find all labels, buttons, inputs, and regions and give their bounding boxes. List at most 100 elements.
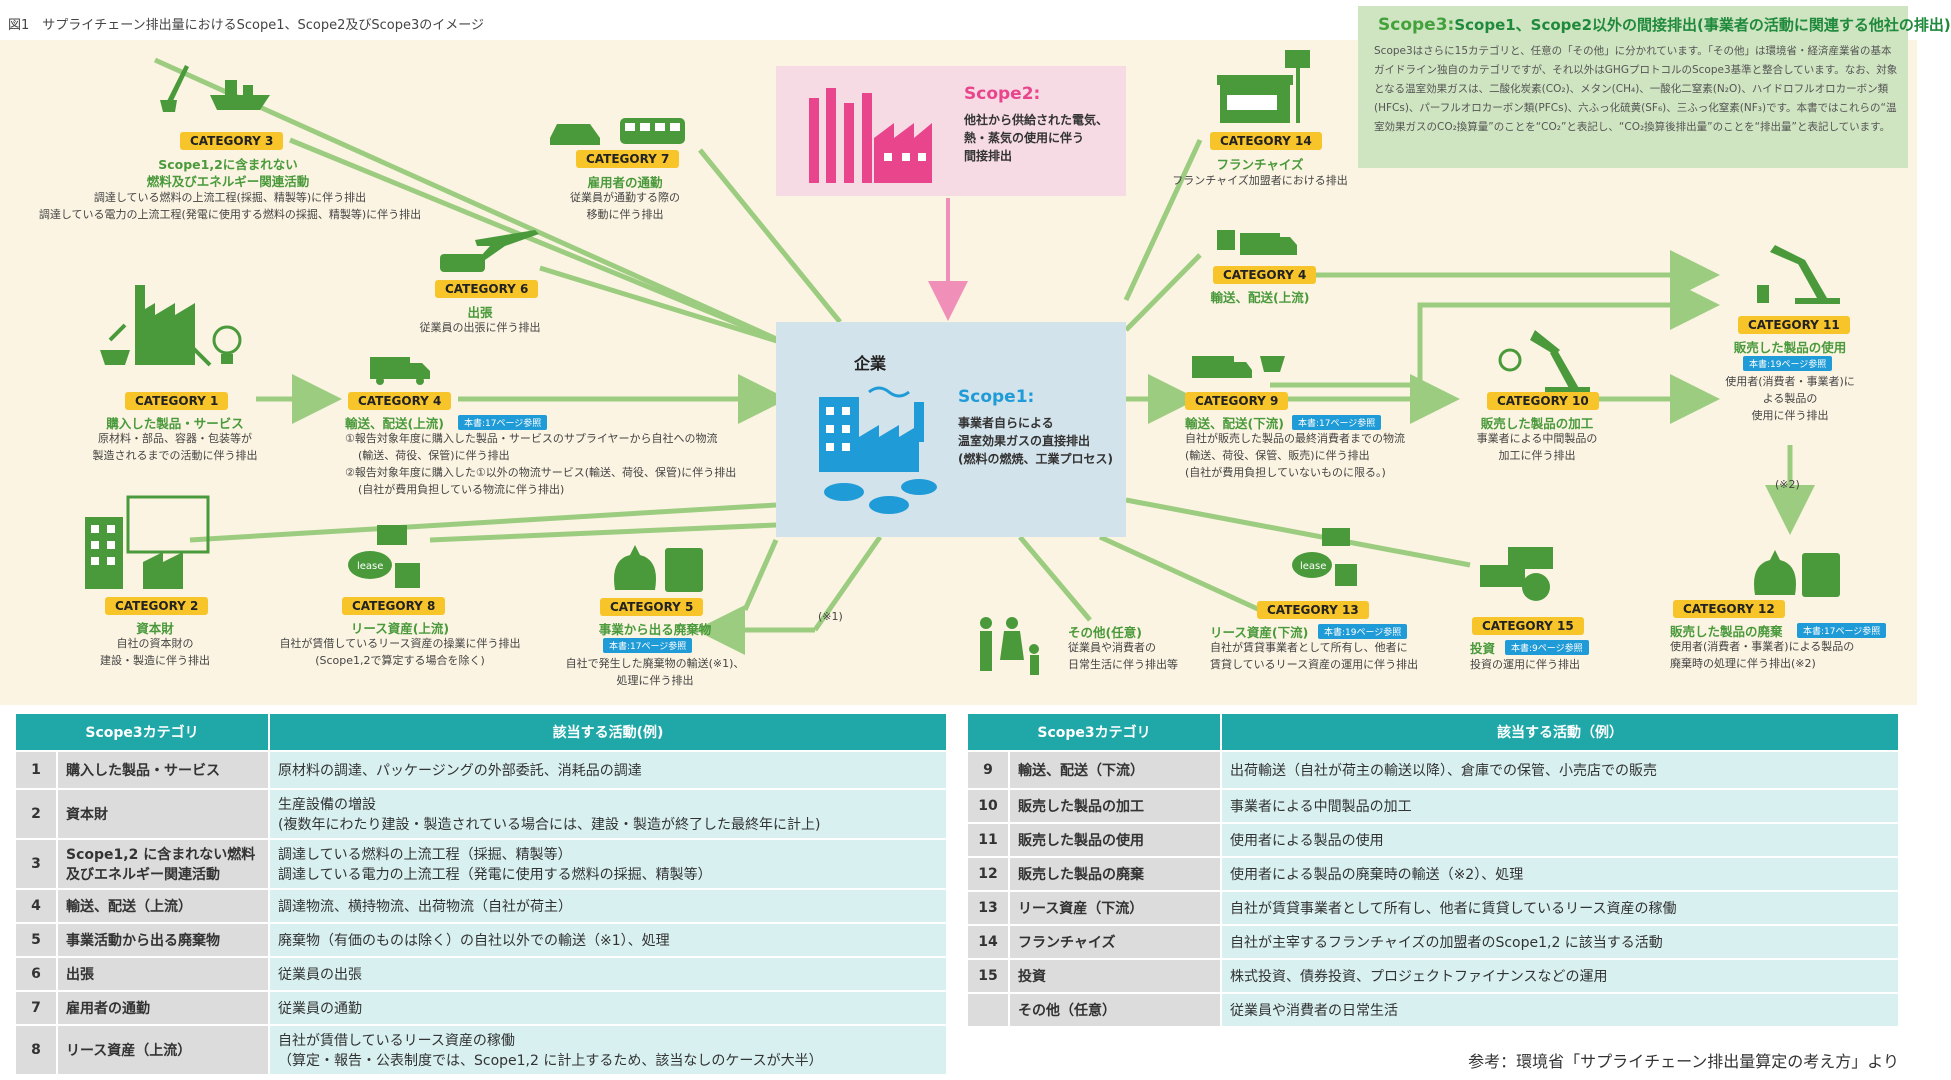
- row-num: 12: [966, 856, 1010, 892]
- company-building-icon: [819, 386, 937, 514]
- category-9-badge: CATEGORY 9: [1185, 392, 1289, 410]
- other-name: その他(任意): [1068, 625, 1142, 640]
- category-13-badge: CATEGORY 13: [1257, 601, 1369, 619]
- table-row: 5 事業活動から出る廃棄物 廃棄物（有価のものは除く）の自社以外での輸送（※1）…: [14, 922, 948, 958]
- row-activity: 従業員の通勤: [268, 990, 948, 1026]
- row-activity: 株式投資、債券投資、プロジェクトファイナンスなどの運用: [1220, 958, 1900, 994]
- connection-lines: [153, 57, 1815, 655]
- scope3-text: Scope3はさらに15カテゴリと、任意の「その他」に分かれています。「その他」…: [1374, 45, 1898, 133]
- category-4-ref: 本書:17ページ参照: [458, 415, 548, 430]
- airplane-train-icon: [440, 230, 539, 272]
- building-icon: [85, 495, 210, 589]
- scope2-desc-line1: 他社から供給された電気、: [964, 113, 1109, 127]
- category-13-desc-1: 自社が賃貸事業者として所有し、他者に: [1210, 641, 1408, 654]
- factory-pink-icon: [809, 88, 932, 183]
- row-num: [966, 992, 1010, 1028]
- row-activity-line: 調達している燃料の上流工程（採掘、精製等）: [278, 847, 572, 863]
- category-15-desc: 投資の運用に伴う排出: [1470, 658, 1580, 671]
- category-11-desc-3: 使用に伴う排出: [1751, 409, 1829, 422]
- category-14-name: フランチャイズ: [1216, 157, 1304, 172]
- row-activity-line: 原材料の調達、パッケージングの外部委託、消耗品の調達: [278, 763, 642, 779]
- category-7-desc-1: 従業員が通勤する際の: [570, 191, 680, 204]
- row-name: 販売した製品の使用: [1008, 822, 1222, 858]
- table-row: 6 出張 従業員の出張: [14, 956, 948, 992]
- row-activity-line: 生産設備の増設: [278, 797, 376, 813]
- row-name: その他（任意）: [1008, 992, 1222, 1028]
- row-activity: 生産設備の増設 (複数年にわたり建設・製造されている場合には、建設・製造が終了した…: [268, 788, 948, 840]
- row-name: Scope1,2 に含まれない燃料及びエネルギー関連活動: [56, 838, 270, 890]
- scope1-label: Scope1:: [958, 387, 1035, 407]
- category-4-desc-4: (自社が費用負担している物流に伴う排出): [358, 483, 565, 496]
- category-8-name: リース資産(上流): [350, 621, 450, 636]
- row-name: 販売した製品の廃棄: [1008, 856, 1222, 892]
- line-cat5-a: [742, 538, 779, 612]
- company-label: 企業: [854, 354, 887, 373]
- table-row: 8 リース資産（上流） 自社が賃借しているリース資産の稼働（算定・報告・公表制度…: [14, 1024, 948, 1076]
- scope2-box: Scope2: 他社から供給された電気、 熱・蒸気の使用に伴う 間接排出: [776, 66, 1126, 196]
- line-cat14: [1123, 138, 1203, 302]
- category-4b-badge: CATEGORY 4: [1213, 266, 1317, 284]
- row-num: 2: [14, 788, 58, 840]
- category-12-badge: CATEGORY 12: [1673, 600, 1785, 618]
- category-4-desc-1: ①報告対象年度に購入した製品・サービスのサプライヤーから自社への物流: [345, 432, 718, 445]
- row-activity: 廃棄物（有価のものは除く）の自社以外での輸送（※1）、処理: [268, 922, 948, 958]
- row-activity-line: (複数年にわたり建設・製造されている場合には、建設・製造が終了した最終年に計上): [278, 817, 821, 833]
- category-8-desc-2: (Scope1,2で算定する場合を除く): [315, 654, 485, 667]
- line-company-cat5: [812, 535, 883, 632]
- category-11-badge: CATEGORY 11: [1738, 316, 1850, 334]
- row-num: 13: [966, 890, 1010, 926]
- row-activity: 自社が賃貸事業者として所有し、他者に賃貸しているリース資産の稼働: [1220, 890, 1900, 926]
- category-9-desc-2: (輸送、荷役、保管、販売)に伴う排出: [1185, 449, 1370, 462]
- row-name: フランチャイズ: [1008, 924, 1222, 960]
- truck-cart-icon-2: [1192, 356, 1285, 378]
- category-2-name: 資本財: [136, 621, 174, 636]
- source-note: 参考：環境省「サプライチェーン排出量算定の考え方」より: [1468, 1052, 1899, 1071]
- row-activity: 出荷輸送（自社が荷主の輸送以降）、倉庫での保管、小売店での販売: [1220, 750, 1900, 790]
- category-3-name-1: Scope1,2に含まれない: [158, 157, 298, 172]
- scope2-label: Scope2:: [964, 84, 1041, 104]
- category-15-badge: CATEGORY 15: [1472, 617, 1584, 635]
- category-15-name: 投資: [1470, 641, 1496, 656]
- line-cat13: [1098, 534, 1262, 613]
- scope1-desc-line1: 事業者自らによる: [958, 416, 1054, 430]
- category-12-ref: 本書:17ページ参照: [1797, 623, 1887, 638]
- row-activity: 使用者による製品の廃棄時の輸送（※2）、処理: [1220, 856, 1900, 892]
- scope3-title: Scope3:Scope1、Scope2以外の間接排出(事業者の活動に関連する他…: [1378, 14, 1951, 35]
- line-cat3: [289, 137, 791, 348]
- row-activity: 自社が賃借しているリース資産の稼働（算定・報告・公表制度では、Scope1,2 …: [268, 1024, 948, 1076]
- table-row: その他（任意）従業員や消費者の日常生活: [966, 992, 1900, 1028]
- money-icon: [1480, 547, 1553, 601]
- row-name: リース資産（下流）: [1008, 890, 1222, 926]
- scope3-label: Scope3:: [1378, 15, 1455, 35]
- category-10-badge: CATEGORY 10: [1487, 392, 1599, 410]
- category-4-desc-2: (輸送、荷役、保管)に伴う排出: [358, 449, 510, 462]
- table-row: 7 雇用者の通勤 従業員の通勤: [14, 990, 948, 1026]
- category-4b-name: 輸送、配送(上流): [1210, 290, 1310, 305]
- bulb-icon: [212, 325, 242, 364]
- row-num: 8: [14, 1024, 58, 1076]
- table-right-header-activity: 該当する活動（例）: [1220, 712, 1900, 752]
- category-8-badge: CATEGORY 8: [342, 597, 446, 615]
- category-12-desc-1: 使用者(消費者・事業者)による製品の: [1670, 640, 1855, 653]
- line-cat6: [539, 265, 791, 348]
- figure-title: 図1 サプライチェーン排出量におけるScope1、Scope2及びScope3の…: [8, 18, 484, 33]
- line-cat9-cat11: [1270, 280, 1720, 388]
- category-4-desc-3: ②報告対象年度に購入した①以外の物流サービス(輸送、荷役、保管)に伴う排出: [345, 466, 737, 479]
- line-cat7: [698, 148, 842, 324]
- row-num: 7: [14, 990, 58, 1026]
- line-cat15: [1125, 497, 1471, 568]
- row-activity: 調達している燃料の上流工程（採掘、精製等）調達している電力の上流工程（発電に使用…: [268, 838, 948, 890]
- table-left-header-activity: 該当する活動(例): [268, 712, 948, 752]
- table-row: 2 資本財 生産設備の増設(複数年にわたり建設・製造されている場合には、建設・製…: [14, 788, 948, 840]
- row-name: 購入した製品・サービス: [56, 750, 270, 790]
- category-4-name: 輸送、配送(上流): [345, 416, 444, 431]
- category-14-badge: CATEGORY 14: [1210, 132, 1322, 150]
- truck-icon: [370, 357, 430, 385]
- row-num: 11: [966, 822, 1010, 858]
- row-name-line: 及びエネルギー関連活動: [66, 867, 220, 883]
